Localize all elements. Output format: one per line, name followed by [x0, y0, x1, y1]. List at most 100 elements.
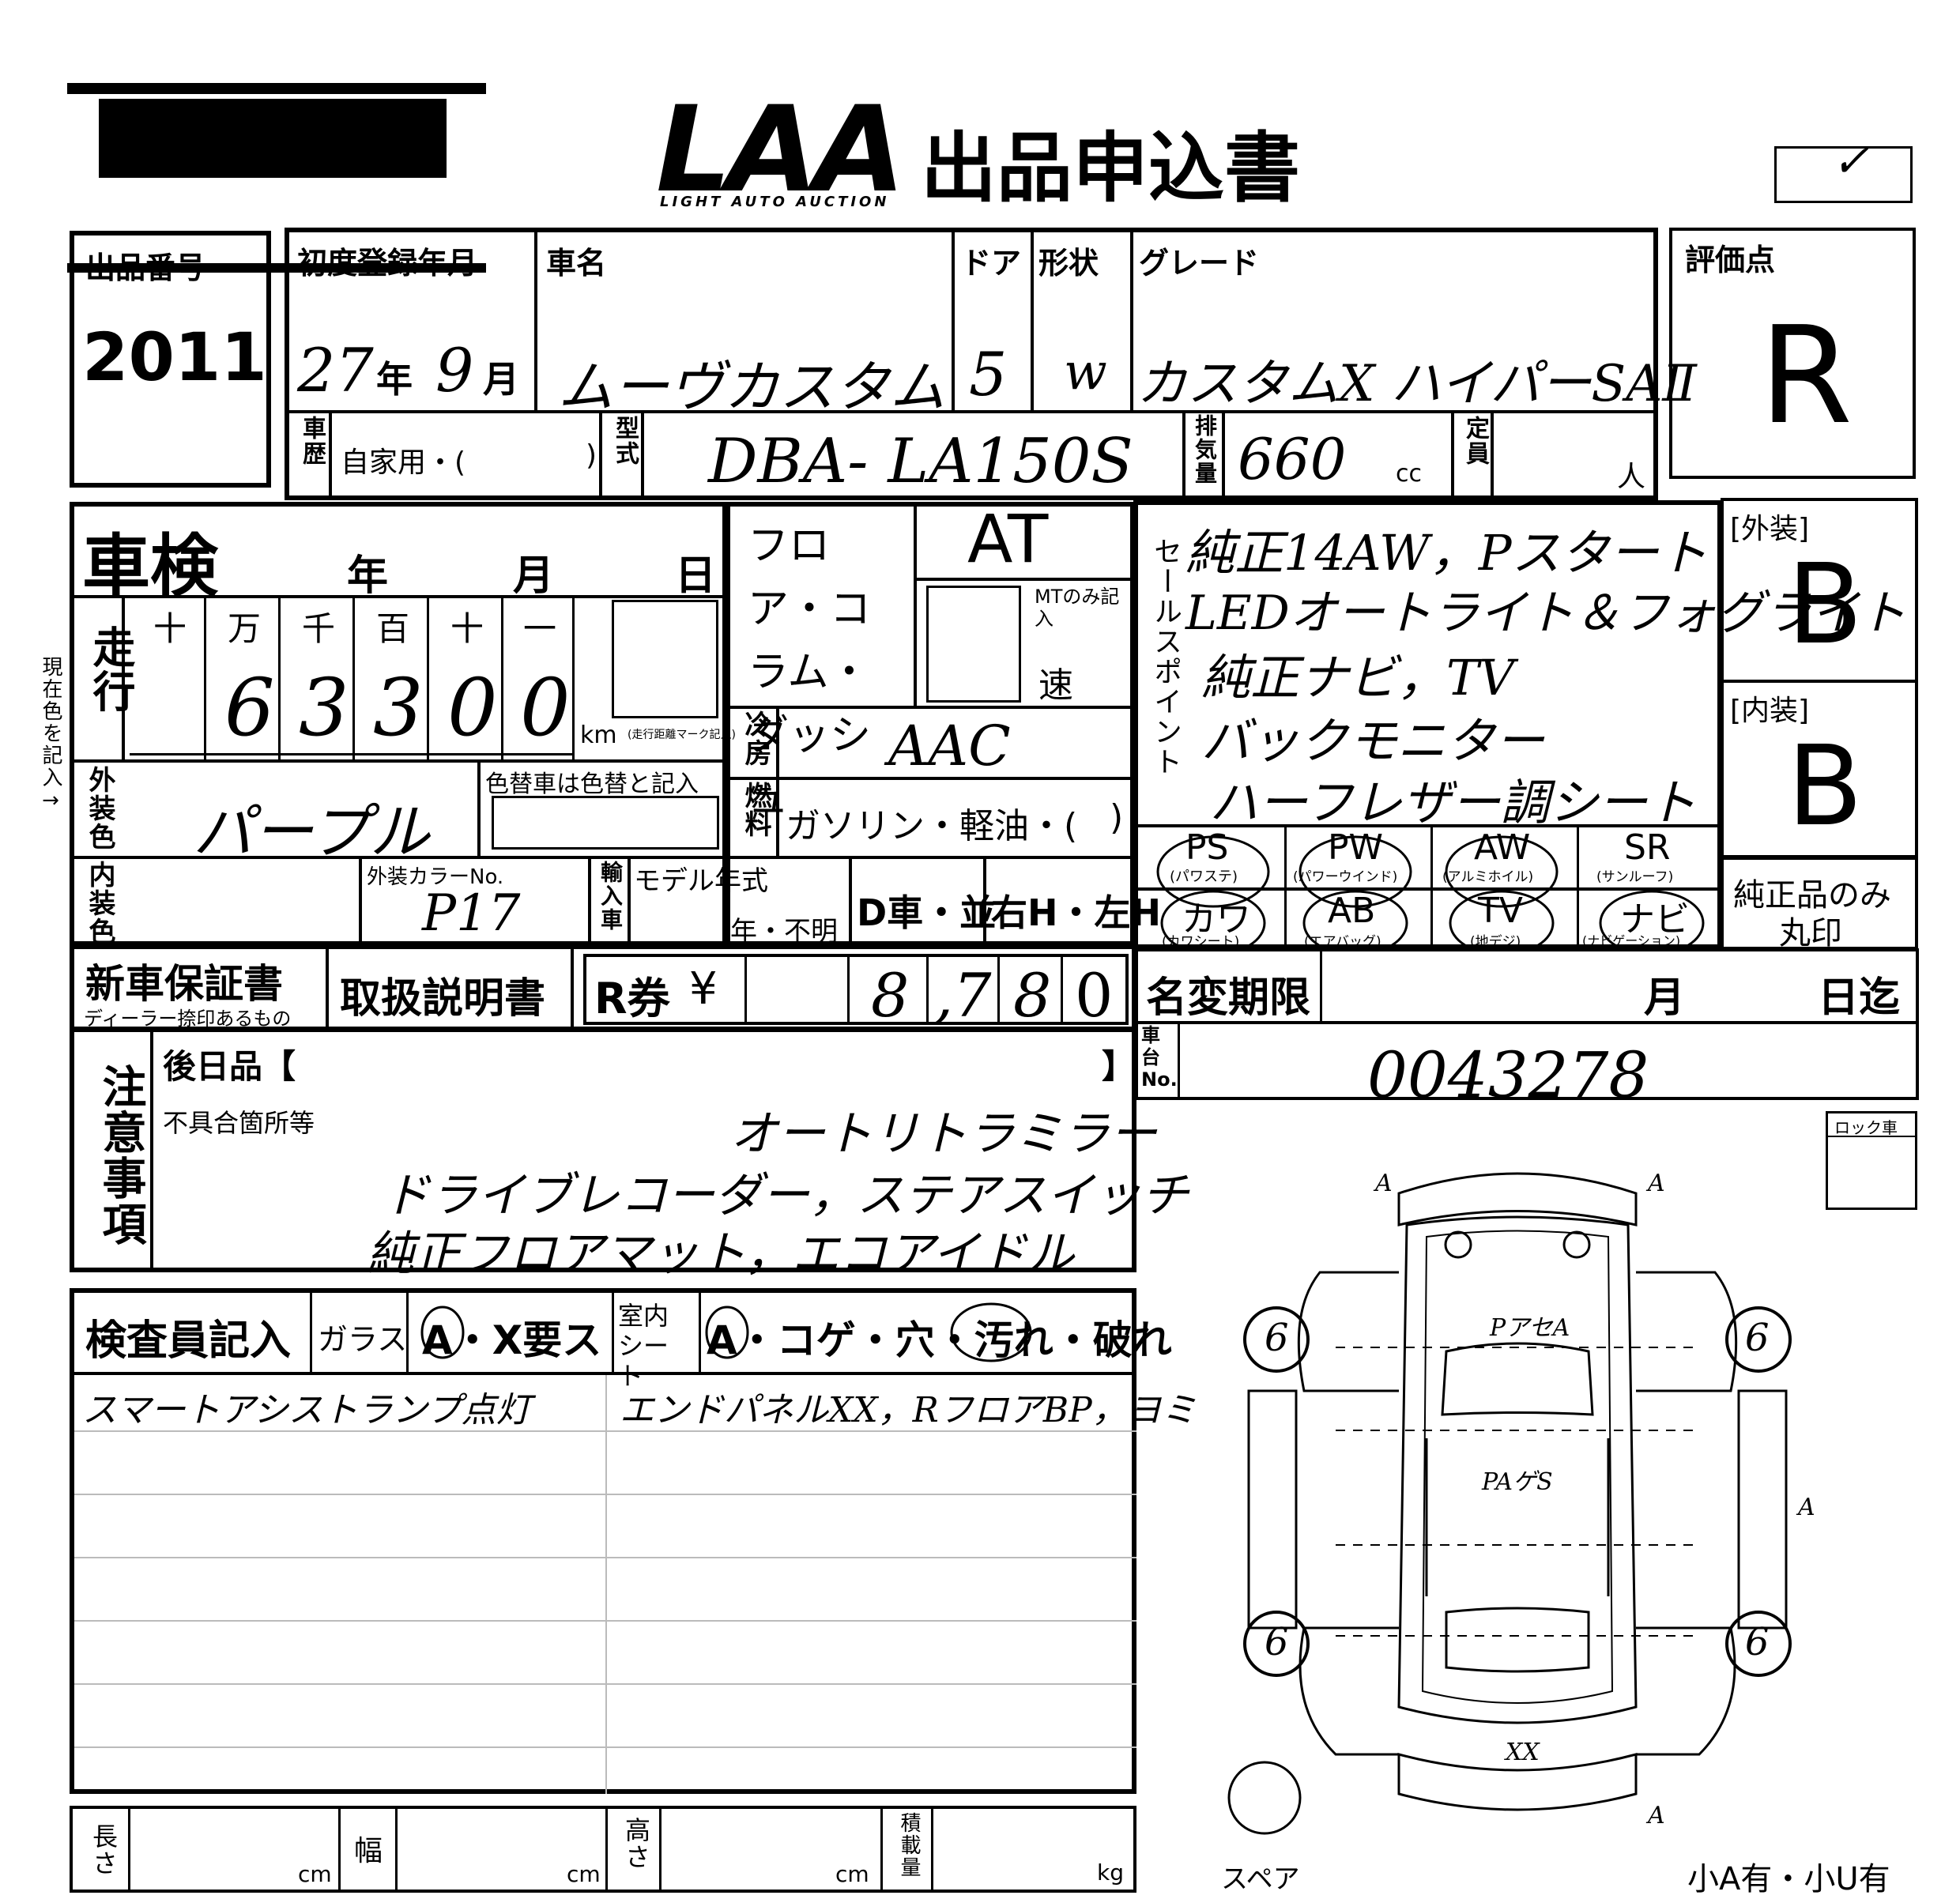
sales-points-label: セールスポイント [1149, 537, 1182, 777]
diagram-mark-front-left: A [1375, 1170, 1393, 1197]
lot-number-label: 出品番号 [85, 251, 206, 285]
load-label: 積載量 [897, 1812, 921, 1878]
model-code: DBA- LA150S [708, 426, 1133, 497]
load-unit: kg [1097, 1859, 1124, 1886]
lock-car-box: ロック車 [1826, 1111, 1917, 1210]
logo: LAA [656, 81, 906, 219]
inspection-block: 車検 年 月 日 走行 十 万 千 百 十 一 6 3 3 0 0 km (走行… [70, 502, 768, 946]
registration-year-unit: 年 [376, 358, 413, 401]
history-value: 自家用・( [341, 446, 466, 479]
recycle-digit-2: 8 [871, 960, 910, 1031]
interior-grade-label: [内装] [1730, 695, 1810, 727]
note-line-2: ドライブレコーダー，ステアスイッチ [383, 1168, 1189, 1223]
car-name-label: 車名 [546, 246, 607, 281]
chassis-label: 車台No. [1141, 1024, 1178, 1091]
equipment-leather-name: (カワシート) [1162, 934, 1240, 950]
genuine-note-box: 純正品のみ 丸印 [1721, 857, 1918, 951]
chassis-number: 0043278 [1367, 1038, 1649, 1112]
height-unit: cm [835, 1861, 869, 1887]
equipment-circles [1138, 824, 1723, 951]
diagram-footer: 小A有・小U有 [1687, 1861, 1890, 1897]
grade-label: グレード [1139, 246, 1260, 281]
tire-mark-rr: 6 [1745, 1620, 1770, 1664]
score-value: R [1759, 298, 1853, 454]
color-no: P17 [422, 884, 521, 943]
mileage-digit-5: 0 [447, 661, 498, 754]
diagram-mark-roof: PAゲS [1482, 1468, 1553, 1496]
lot-number-box: 出品番号 2011 [70, 231, 271, 488]
mt-gear-box [926, 586, 1021, 703]
sales-point-5: ハーフレザー調シート [1209, 774, 1697, 831]
width-unit: cm [567, 1861, 601, 1887]
score-box: 評価点 R [1669, 228, 1916, 479]
shape-value: w [1064, 343, 1107, 401]
dimensions-row: 長さ cm 幅 cm 高さ cm 積載量 kg [70, 1806, 1136, 1893]
digit-header-2: 万 [228, 609, 262, 648]
vehicle-info-block: 初度登録年月 27 年 9 月 車名 ムーヴカスタム ドア 5 形状 w グレー… [285, 228, 1697, 500]
recycle-digit-4: 8 [1013, 960, 1052, 1031]
note-line-1: オートリトラミラー [730, 1106, 1157, 1162]
grade-value: カスタムX ハイパーSAⅡ [1136, 355, 1697, 413]
mileage-digit-6: 0 [520, 661, 571, 754]
equipment-aw: AW [1474, 827, 1531, 868]
yen-sign: ¥ [689, 963, 718, 1015]
diagram-mark-back: XX [1506, 1739, 1540, 1766]
equipment-ps-name: (パワステ) [1170, 868, 1238, 885]
dealer-option: D車・並 [857, 891, 997, 934]
repaint-note: 色替車は色替と記入 [485, 771, 699, 798]
score-label: 評価点 [1685, 243, 1776, 277]
speed-label: 速 [1038, 665, 1073, 706]
recycle-box: R券 ¥ 8 ,7 8 0 [583, 954, 1129, 1031]
inspection-year: 年 [347, 552, 389, 600]
check-mark: ✓ [1832, 136, 1869, 187]
equipment-pw: PW [1328, 827, 1384, 868]
digit-header-6: 一 [523, 609, 557, 648]
exterior-grade-label: [外装] [1730, 513, 1810, 545]
interior-grade: B [1787, 722, 1864, 851]
inspector-note-right: エンドパネルXX，RフロアBP，ヨミ [620, 1390, 1197, 1430]
recycle-digit-5: 0 [1075, 960, 1114, 1031]
manual-label: 取扱説明書 [340, 975, 546, 1023]
equipment-ps: PS [1185, 827, 1229, 868]
recycle-digit-3: ,7 [934, 960, 992, 1031]
tire-mark-rl: 6 [1265, 1620, 1289, 1664]
aircon-value: AAC [888, 714, 1011, 778]
diagram-mark-hood: PアセA [1490, 1314, 1570, 1342]
mileage-digit-2: 6 [224, 661, 275, 754]
defects-label: 不具合箇所等 [163, 1108, 315, 1138]
mileage-label: 走行 [85, 625, 135, 714]
handle-option: 右H・左H [991, 891, 1161, 934]
inspection-month: 月 [513, 552, 555, 600]
equipment-sr-name: (サンルーフ) [1596, 869, 1674, 885]
door-label: ドア [961, 246, 1022, 281]
registration-label: 初度登録年月 [297, 246, 478, 281]
spare-label: スペア [1221, 1863, 1300, 1895]
door-count: 5 [969, 339, 1008, 409]
mileage-unit: km [580, 722, 617, 749]
history-label: 車歴 [298, 416, 326, 466]
displacement-value: 660 [1238, 426, 1347, 492]
digit-header-5: 十 [450, 609, 484, 648]
mileage-mark-box [612, 600, 718, 718]
name-change-box: 名変期限 月 日迄 車台No. 0043278 [1135, 948, 1919, 1112]
sales-point-1: 純正14AW，Pスタート [1185, 524, 1708, 582]
fuel-close: ) [1110, 797, 1124, 838]
notes-label: 注意事項 [95, 1064, 146, 1247]
transmission-block: フロア・コラム・ダッシュ AT MTのみ記入 速 冷房 AAC 燃料 ガソリン・… [726, 500, 1161, 948]
sales-point-4: バックモニター [1201, 712, 1545, 770]
equipment-ab: AB [1328, 891, 1376, 931]
genuine-line2: 丸印 [1779, 915, 1842, 951]
diagram-mark-side: A [1798, 1494, 1815, 1521]
inspector-note-left: スマートアシストランプ点灯 [82, 1390, 531, 1430]
length-label: 長さ [89, 1823, 119, 1877]
name-change-month: 月 [1644, 974, 1686, 1022]
inspector-block: 検査員記入 ガラス A・X要ス 室内シート A・コゲ・穴・汚れ・破れ スマートア… [70, 1288, 1197, 1794]
seat-value: A・コゲ・穴・汚れ・破れ [707, 1317, 1172, 1363]
documents-row: 新車保証書 ディーラー捺印あるもの 取扱説明書 R券 ¥ 8 ,7 8 0 [70, 944, 1136, 1031]
transmission-options: フロア・コラム・ダッシュ [748, 522, 872, 823]
transmission-type: AT [967, 500, 1049, 578]
registration-year: 27 [297, 335, 374, 405]
form-title: 出品申込書 [921, 124, 1300, 213]
capacity-label: 定員 [1461, 416, 1489, 466]
warranty-note: ディーラー捺印あるもの [84, 1008, 292, 1030]
